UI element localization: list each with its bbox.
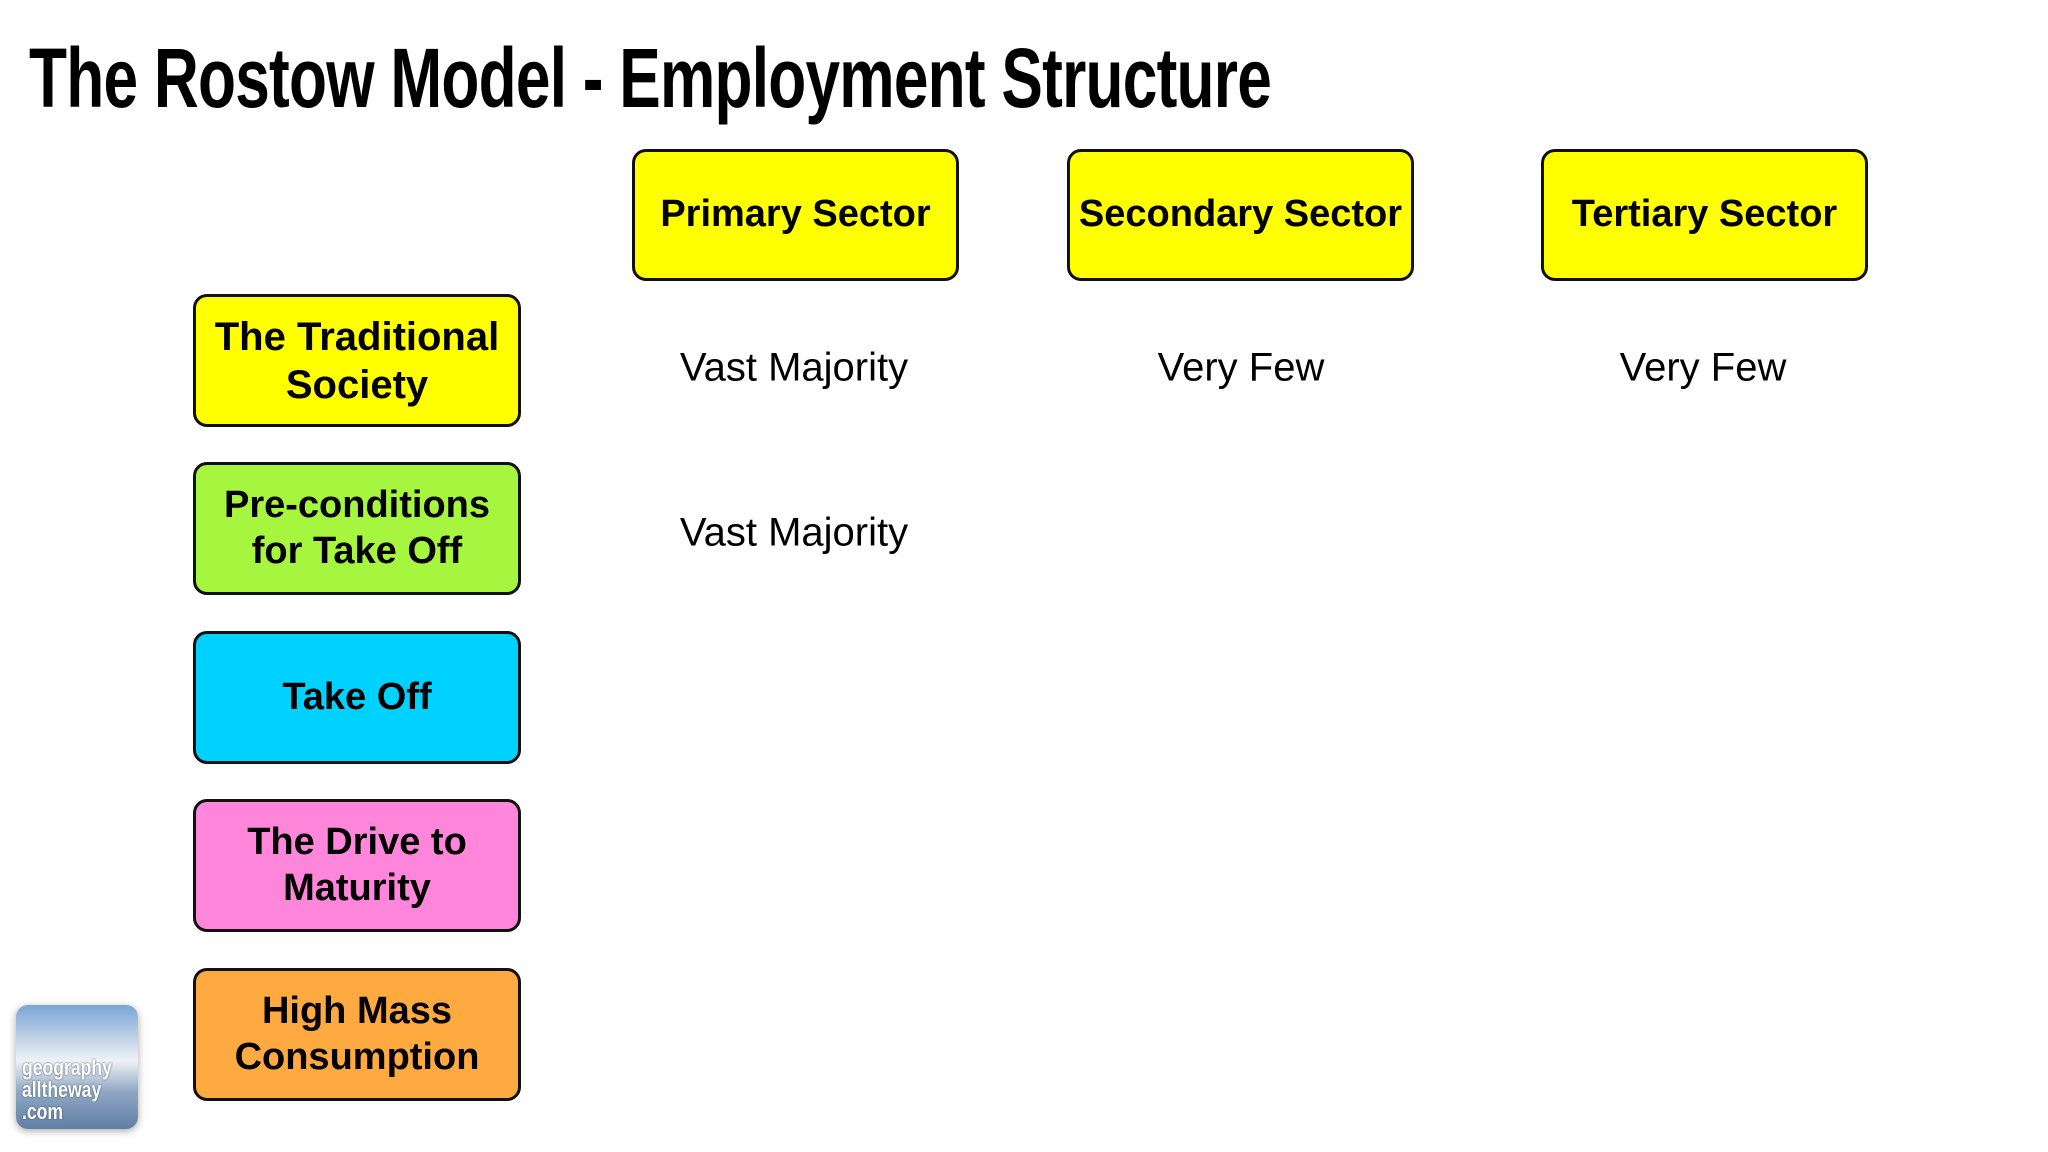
cell-preconditions-primary: Vast Majority bbox=[679, 510, 909, 555]
logo-text: geography alltheway .com bbox=[22, 1055, 112, 1124]
stage-high-mass-consumption: High Mass Consumption bbox=[193, 968, 521, 1101]
cell-traditional-secondary: Very Few bbox=[1157, 345, 1325, 390]
cell-traditional-primary: Vast Majority bbox=[679, 345, 909, 390]
header-tertiary-sector: Tertiary Sector bbox=[1541, 149, 1868, 281]
header-secondary-sector: Secondary Sector bbox=[1067, 149, 1414, 281]
page-title: The Rostow Model - Employment Structure bbox=[29, 31, 1272, 125]
cell-traditional-tertiary: Very Few bbox=[1619, 345, 1787, 390]
stage-traditional-society: The Traditional Society bbox=[193, 294, 521, 427]
geographyalltheway-logo: geography alltheway .com bbox=[16, 1005, 138, 1129]
stage-drive-to-maturity: The Drive to Maturity bbox=[193, 799, 521, 932]
stage-preconditions: Pre-conditions for Take Off bbox=[193, 462, 521, 595]
header-primary-sector: Primary Sector bbox=[632, 149, 959, 281]
stage-take-off: Take Off bbox=[193, 631, 521, 764]
